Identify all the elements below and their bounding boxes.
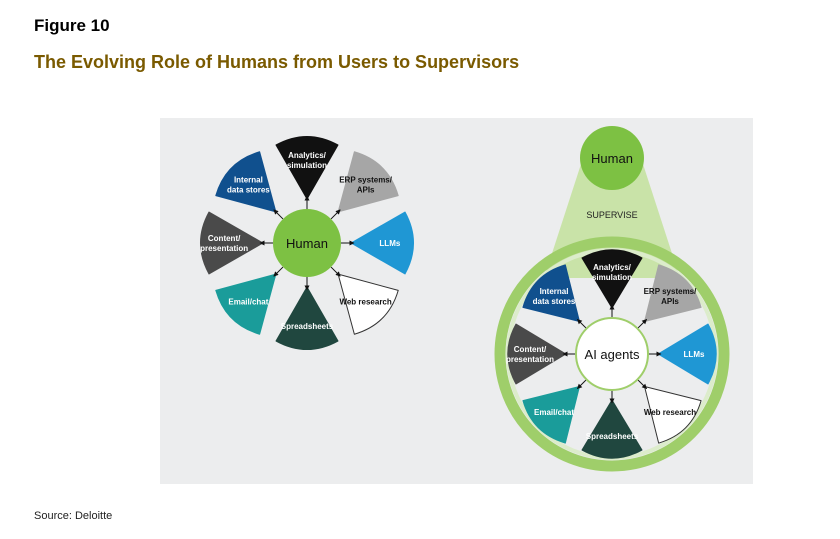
right-petal-1 <box>581 249 643 309</box>
left-petal-2 <box>337 151 399 213</box>
right-petal-label-2: ERP systems/APIs <box>644 287 698 306</box>
right-arrows <box>562 304 662 404</box>
right-petal-5 <box>581 399 643 459</box>
right-petal-4 <box>644 386 702 444</box>
human-top-label: Human <box>591 151 633 166</box>
human-circle-left <box>273 209 341 277</box>
left-petal-6 <box>215 273 277 335</box>
right-petal-2 <box>644 264 702 322</box>
ai-agents-circle <box>575 317 649 391</box>
right-arrow-6 <box>576 379 587 390</box>
left-arrow-2 <box>330 209 341 220</box>
right-petal-6 <box>522 386 580 444</box>
left-arrow-8 <box>273 209 284 220</box>
left-petal-label-4: Web research <box>339 298 391 307</box>
right-arrow-4 <box>637 379 648 390</box>
left-petal-label-5: Spreadsheets <box>281 322 334 331</box>
supervise-label: SUPERVISE <box>586 210 637 220</box>
figure-label: Figure 10 <box>34 16 110 35</box>
figure-title: The Evolving Role of Humans from Users t… <box>34 52 520 72</box>
human-center-label-left: Human <box>286 236 328 251</box>
left-petal-5 <box>275 286 339 350</box>
right-petal-label-7: Content/presentation <box>506 345 554 364</box>
left-arrows <box>259 195 355 291</box>
ai-agents-label: AI agents <box>585 347 640 362</box>
left-petal-label-6: Email/chat <box>228 298 268 307</box>
right-petal-label-6: Email/chat <box>534 408 574 417</box>
left-petal-3 <box>350 211 414 275</box>
right-petal-label-5: Spreadsheets <box>586 432 639 441</box>
left-petal-label-2: ERP systems/APIs <box>339 175 393 194</box>
left-arrow-4 <box>330 266 341 277</box>
source-note: Source: Deloitte <box>34 510 113 522</box>
left-petal-label-3: LLMs <box>379 239 400 248</box>
right-arrow-2 <box>637 318 648 329</box>
right-petal-3 <box>657 323 717 385</box>
human-circle-top <box>580 126 644 190</box>
agent-ring <box>494 236 730 472</box>
left-petal-4 <box>337 273 399 335</box>
left-petal-label-1: Analytics/simulation <box>287 151 327 170</box>
right-petal-8 <box>522 264 580 322</box>
right-arrow-8 <box>576 318 587 329</box>
right-petal-label-1: Analytics/simulation <box>592 263 632 282</box>
left-petal-8 <box>215 151 277 213</box>
left-petal-7 <box>200 211 264 275</box>
right-petal-label-4: Web research <box>644 408 696 417</box>
right-petal-7 <box>507 323 567 385</box>
left-petal-1 <box>275 136 339 200</box>
left-arrow-6 <box>273 266 284 277</box>
left-petal-label-7: Content/presentation <box>200 234 248 253</box>
right-petal-label-3: LLMs <box>684 350 705 359</box>
